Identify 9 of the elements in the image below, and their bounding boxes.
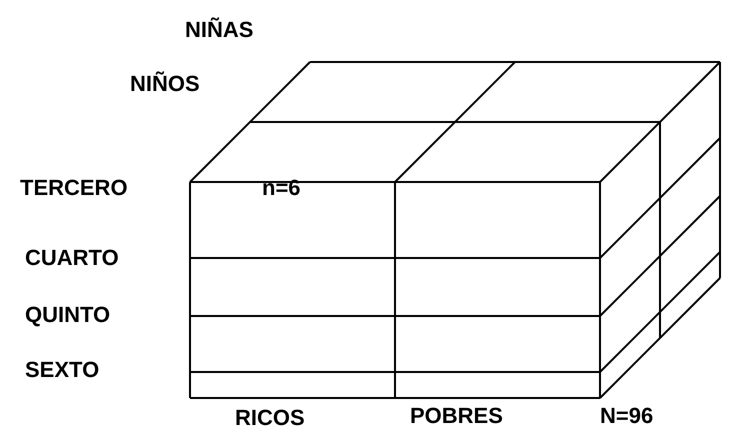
row-label: CUARTO bbox=[25, 246, 119, 270]
axis-label: NIÑOS bbox=[130, 72, 200, 96]
column-label: POBRES bbox=[410, 404, 503, 428]
axis-label: NIÑAS bbox=[185, 18, 254, 42]
row-label: SEXTO bbox=[25, 358, 100, 382]
row-label: QUINTO bbox=[25, 303, 110, 327]
row-label: TERCERO bbox=[20, 176, 128, 200]
column-label: RICOS bbox=[235, 406, 305, 430]
total-label: N=96 bbox=[600, 404, 654, 428]
